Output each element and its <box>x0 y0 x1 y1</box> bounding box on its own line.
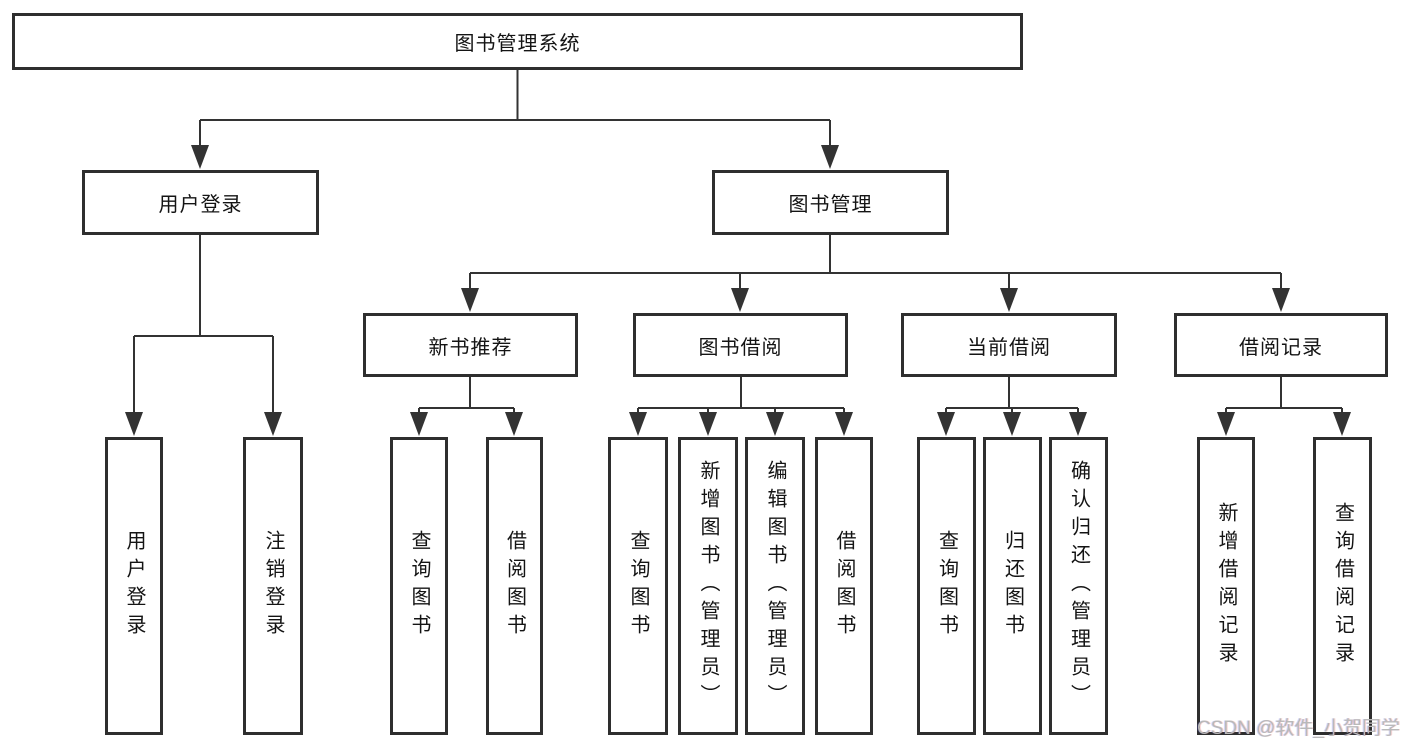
node-book-borrowing: 图书借阅 <box>633 313 848 377</box>
connector-new-book-recommend-to-leaves <box>410 377 523 436</box>
node-label: 查询图书 <box>935 530 958 642</box>
node-user-login: 用户登录 <box>82 170 319 235</box>
arrowhead <box>264 412 282 436</box>
connector-current-borrowing-to-leaves <box>937 377 1087 436</box>
csdn-watermark: CSDN @软件_小贺同学 <box>1197 718 1400 739</box>
arrowhead <box>766 412 784 436</box>
connector-borrowing-records-to-leaves <box>1217 377 1351 436</box>
arrowhead <box>1333 412 1351 436</box>
node-label: 查询图书 <box>627 530 649 642</box>
leaf-add-books-admin: 新增图书（管理员） <box>678 437 738 735</box>
node-label: 图书管理系统 <box>454 33 581 55</box>
leaf-query-books-current: 查询图书 <box>917 437 976 735</box>
arrowhead <box>1003 412 1021 436</box>
node-new-book-recommend: 新书推荐 <box>363 313 578 377</box>
leaf-borrow-books: 借阅图书 <box>815 437 873 735</box>
arrowhead <box>629 412 647 436</box>
arrowhead <box>125 412 143 436</box>
node-label: 用户登录 <box>158 194 243 216</box>
arrowhead <box>461 288 479 312</box>
connector-root-to-level2 <box>191 70 839 169</box>
node-label: 借阅图书 <box>503 530 526 642</box>
leaf-query-books-borrowing: 查询图书 <box>608 437 668 735</box>
arrowhead <box>731 288 749 312</box>
node-label: 注销登录 <box>262 530 284 642</box>
arrowhead <box>1217 412 1235 436</box>
leaf-add-borrow-record: 新增借阅记录 <box>1197 437 1255 735</box>
leaf-logout: 注销登录 <box>243 437 303 735</box>
node-label: 借阅记录 <box>1239 336 1323 359</box>
node-borrowing-records: 借阅记录 <box>1174 313 1388 377</box>
node-label: 借阅图书 <box>833 530 855 642</box>
leaf-edit-books-admin: 编辑图书（管理员） <box>745 437 805 735</box>
node-label: 当前借阅 <box>967 336 1051 359</box>
node-label: 查询借阅记录 <box>1331 502 1354 670</box>
arrowhead <box>1069 412 1087 436</box>
node-label: 查询图书 <box>408 530 430 642</box>
node-current-borrowing: 当前借阅 <box>901 313 1117 377</box>
connector-book-management-to-level3 <box>461 235 1290 312</box>
node-label: 新书推荐 <box>428 336 513 359</box>
node-label: 确认归还（管理员） <box>1067 460 1090 712</box>
connector-user-login-to-leaves <box>125 235 282 436</box>
node-library-management-system: 图书管理系统 <box>12 13 1023 70</box>
leaf-user-login: 用户登录 <box>105 437 163 735</box>
arrowhead <box>821 145 839 169</box>
arrowhead <box>937 412 955 436</box>
arrowhead <box>505 412 523 436</box>
leaf-borrow-books-recommend: 借阅图书 <box>486 437 543 735</box>
node-book-management: 图书管理 <box>712 170 949 235</box>
arrowhead <box>835 412 853 436</box>
node-label: 新增图书（管理员） <box>697 460 719 712</box>
arrowhead <box>1000 288 1018 312</box>
leaf-return-books: 归还图书 <box>983 437 1042 735</box>
arrowhead <box>191 145 209 169</box>
arrowhead <box>410 412 428 436</box>
node-label: 归还图书 <box>1001 530 1024 642</box>
node-label: 图书借阅 <box>698 336 783 359</box>
node-label: 编辑图书（管理员） <box>764 460 786 712</box>
node-label: 用户登录 <box>123 530 145 642</box>
arrowhead <box>699 412 717 436</box>
arrowhead <box>1272 288 1290 312</box>
connector-book-borrowing-to-leaves <box>629 377 853 436</box>
node-label: 图书管理 <box>788 194 873 216</box>
leaf-confirm-return-admin: 确认归还（管理员） <box>1049 437 1108 735</box>
node-label: 新增借阅记录 <box>1215 502 1237 670</box>
leaf-query-borrow-record: 查询借阅记录 <box>1313 437 1372 735</box>
leaf-query-books-recommend: 查询图书 <box>390 437 448 735</box>
